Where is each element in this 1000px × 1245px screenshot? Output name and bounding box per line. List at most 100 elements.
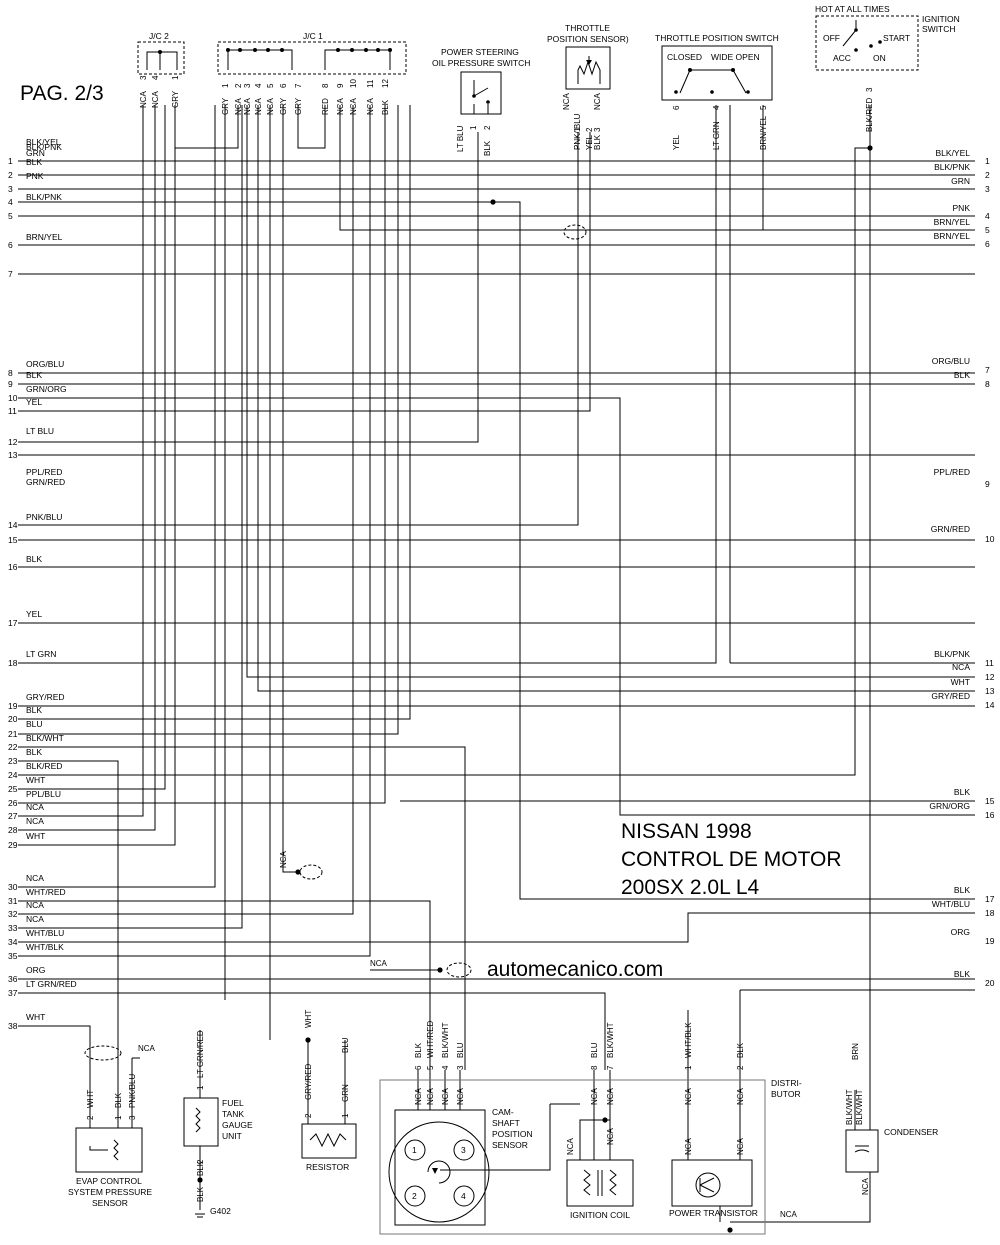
left-wire-color-18: LT GRN xyxy=(26,649,56,659)
dist-pin-2-num: 4 xyxy=(441,1065,450,1070)
power-steering-oil-pressure-switch: POWER STEERING OIL PRESSURE SWITCH xyxy=(432,47,530,115)
ps-label-2: OIL PRESSURE SWITCH xyxy=(432,58,530,68)
right-pin-20: 20 xyxy=(985,978,995,988)
fuel-top-num: 1 xyxy=(196,1085,205,1090)
dist-pin-5-nca: NCA xyxy=(606,1087,615,1105)
tps-label-1: THROTTLE xyxy=(565,23,610,33)
dist-pin-2-color: BLK/WHT xyxy=(441,1022,450,1058)
jc2-pin-b-color: NCA xyxy=(151,90,160,108)
splice-dot xyxy=(602,1117,608,1123)
right-pin-7: 7 xyxy=(985,365,990,375)
cam-label-3: POSITION xyxy=(492,1129,533,1139)
left-wire-color-37: LT GRN/RED xyxy=(26,979,77,989)
evap-pin-2-color: WHT xyxy=(86,1090,95,1108)
jc2-pin-a-color: NCA xyxy=(139,90,148,108)
left-pin-19: 19 xyxy=(8,701,18,711)
res-pin-1-color: GRN xyxy=(341,1084,350,1102)
splice-nca: NCA xyxy=(279,850,288,868)
dist-pin-4-color: BLU xyxy=(590,1042,599,1058)
left-wire-color-32: NCA xyxy=(26,900,44,910)
right-pin-15: 15 xyxy=(985,796,995,806)
right-pin-11: 11 xyxy=(985,658,994,668)
left-pin-35: 35 xyxy=(8,951,18,961)
left-pin-20: 20 xyxy=(8,714,18,724)
ign-on: ON xyxy=(873,53,886,63)
ign-start: START xyxy=(883,33,910,43)
ps-label-1: POWER STEERING xyxy=(441,47,519,57)
right-pin-16: 16 xyxy=(985,810,995,820)
left-pin-3: 3 xyxy=(8,184,13,194)
evap-label-1: EVAP CONTROL xyxy=(76,1176,142,1186)
left-wire-color-2: BLK/PNK xyxy=(26,142,62,152)
left-pin-23: 23 xyxy=(8,756,18,766)
ps-pin-1-num: 1 xyxy=(469,125,478,130)
left-wire-color-7: BLK/PNK xyxy=(26,192,62,202)
left-wire-labels: 1BLK/YEL2BLK/PNK3GRN4BLK5PNK6BRN/YEL7BLK… xyxy=(8,137,77,1031)
jc1-pin-0-color: GRY xyxy=(221,97,230,115)
condenser-label: CONDENSER xyxy=(884,1127,938,1137)
jc2-pin-c-num: 1 xyxy=(171,75,180,80)
left-pin-11: 11 xyxy=(8,406,17,416)
left-pin-29: 29 xyxy=(8,840,18,850)
dist-pin-4-nca: NCA xyxy=(590,1087,599,1105)
power-transistor-label: POWER TRANSISTOR xyxy=(669,1208,758,1218)
right-pin-3: 3 xyxy=(985,184,990,194)
left-wire-color-4: BLK xyxy=(26,157,42,167)
right-pin-19: 19 xyxy=(985,936,995,946)
hot-label: HOT AT ALL TIMES xyxy=(815,4,890,14)
left-pin-9: 9 xyxy=(8,379,13,389)
left-pin-33: 33 xyxy=(8,923,18,933)
title-line-2: CONTROL DE MOTOR xyxy=(621,848,842,871)
right-pin-12: 12 xyxy=(985,672,995,682)
fuel-top-color: LT GRN/RED xyxy=(196,1030,205,1078)
left-wire-color-11: YEL xyxy=(26,397,42,407)
left-wire-color-33: NCA xyxy=(26,914,44,924)
dist-pin-0-color: BLK xyxy=(414,1042,423,1058)
evap-pin-1-num: 1 xyxy=(114,1115,123,1120)
cond-brn: BRN xyxy=(851,1043,860,1060)
jc1-pin-1-color: NCA xyxy=(234,97,243,115)
right-pin-14: 14 xyxy=(985,700,995,710)
left-pin-4: 4 xyxy=(8,197,13,207)
sw-pin-5-color: BRN/YEL xyxy=(759,115,768,150)
fuel-label-4: UNIT xyxy=(222,1131,242,1141)
jc1-pin-0-num: 1 xyxy=(221,83,230,88)
ign-acc: ACC xyxy=(833,53,851,63)
evap-pin-3-num: 3 xyxy=(128,1115,137,1120)
jc1-pin-8-color: NCA xyxy=(336,97,345,115)
junction-connector-1: J/C 1 xyxy=(217,31,407,75)
left-pin-30: 30 xyxy=(8,882,18,892)
tps-pin-1-color: PNK/ BLU xyxy=(573,113,582,150)
left-pin-21: 21 xyxy=(8,729,18,739)
left-wire-color-1: BLK/YEL xyxy=(26,137,61,147)
right-wire-color-14: GRY/RED xyxy=(931,691,970,701)
left-wire-color-23: BLK xyxy=(26,747,42,757)
tps-wide-label: WIDE OPEN xyxy=(711,52,760,62)
left-wire-color-34: WHT/BLU xyxy=(26,928,64,938)
fuel-bot-num: 2 xyxy=(196,1159,205,1164)
ps-pin-1-color: LT BLU xyxy=(456,125,465,152)
left-wire-color-28: NCA xyxy=(26,816,44,826)
tps-pin-2-color: YEL xyxy=(585,134,594,150)
jc1-pin-1-num: 2 xyxy=(234,83,243,88)
cond-blkwht-2: BLK/WHT xyxy=(855,1089,864,1125)
right-wire-color-9: PPL/RED xyxy=(934,467,970,477)
cam-label-1: CAM- xyxy=(492,1107,514,1117)
left-pin-37: 37 xyxy=(8,988,18,998)
dist-pin-6-num: 1 xyxy=(684,1065,693,1070)
left-pin-17: 17 xyxy=(8,618,18,628)
jc1-pin-9-color: NCA xyxy=(349,97,358,115)
ign-off: OFF xyxy=(823,33,840,43)
jc1-pin-3-num: 4 xyxy=(254,83,263,88)
left-wire-color-12: LT BLU xyxy=(26,426,54,436)
right-pin-5: 5 xyxy=(985,225,990,235)
pt-nca-2: NCA xyxy=(736,1137,745,1155)
right-wire-labels: 1BLK/YEL2BLK/PNK3GRN4PNK5BRN/YEL6BRN/YEL… xyxy=(929,148,994,988)
tps-nca-2: NCA xyxy=(593,92,602,110)
jc1-pin-11-color: BLK xyxy=(381,99,390,115)
left-pin-10: 10 xyxy=(8,393,18,403)
jc1-pin-10-num: 11 xyxy=(366,79,375,88)
right-pin-10: 10 xyxy=(985,534,995,544)
right-wire-color-10: GRN/RED xyxy=(931,524,970,534)
tps-pin-3-num: 3 xyxy=(593,127,602,132)
